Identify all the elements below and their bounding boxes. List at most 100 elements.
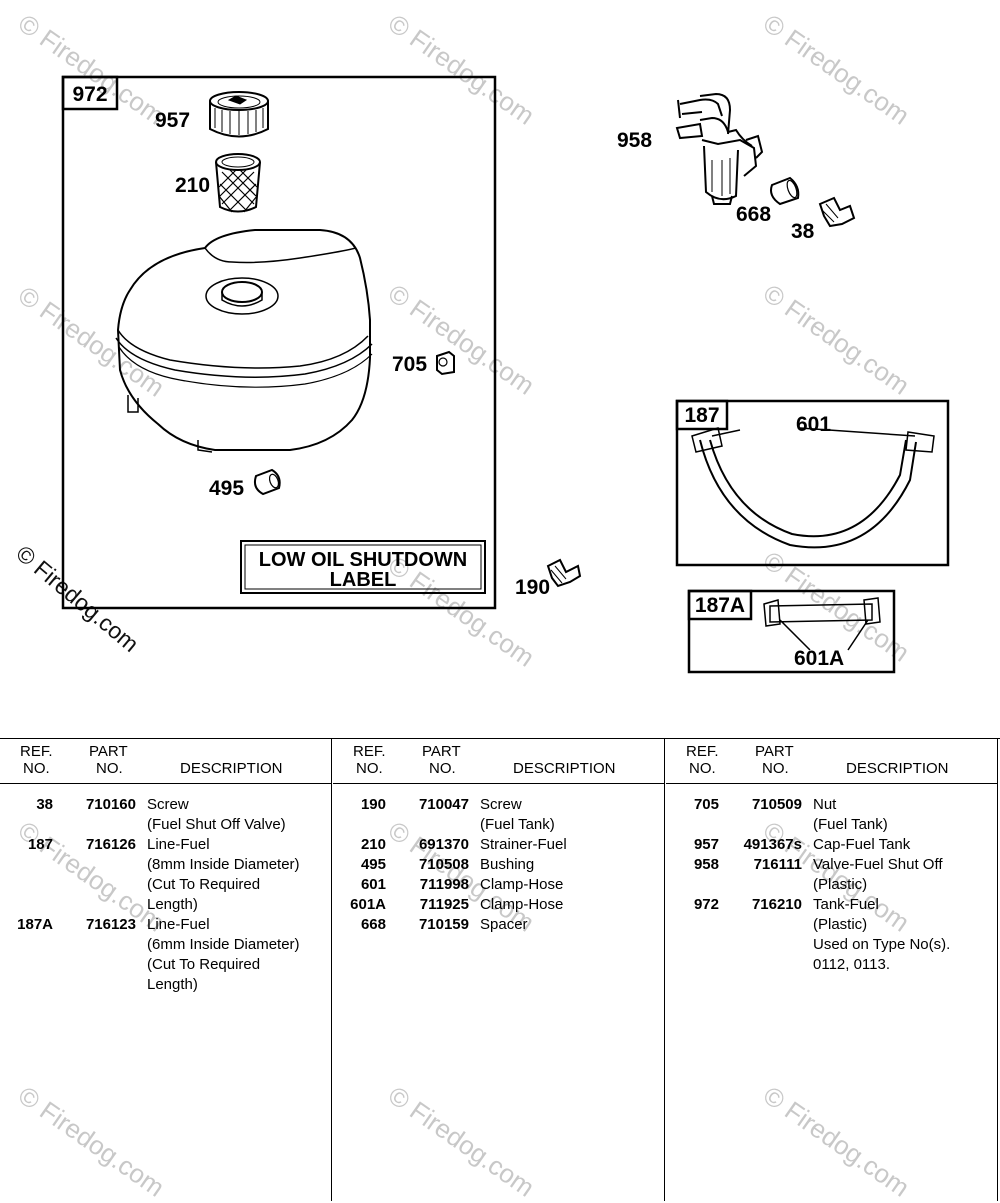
- callout-601: 601: [796, 413, 831, 436]
- ref-number: 38: [36, 796, 53, 813]
- part-description: Clamp-Hose: [480, 876, 564, 893]
- fuel-line-8mm-drawing: [691, 427, 935, 549]
- header-ref: NO.: [23, 760, 50, 777]
- ref-number: 972: [693, 896, 719, 913]
- part-description: Spacer: [480, 916, 528, 933]
- kit-187a-label: 187A: [695, 594, 745, 617]
- part-number: 710508: [418, 856, 469, 873]
- part-description: Clamp-Hose: [480, 896, 564, 913]
- header-description: DESCRIPTION: [846, 760, 949, 777]
- kit-972-tag: [61, 75, 119, 111]
- header-description: DESCRIPTION: [513, 760, 616, 777]
- part-description: Line-Fuel: [147, 916, 210, 933]
- fuel-cap-drawing: [209, 91, 269, 138]
- part-number: 710159: [418, 916, 469, 933]
- part-description: Line-Fuel: [147, 836, 210, 853]
- ref-number: 705: [693, 796, 719, 813]
- callout-957: 957: [155, 109, 190, 132]
- part-number: 716126: [85, 836, 136, 853]
- ref-number: 601A: [350, 896, 386, 913]
- part-description: (Plastic): [813, 876, 868, 893]
- spacer-drawing: [770, 176, 800, 206]
- part-number: 710047: [418, 796, 469, 813]
- header-ref: NO.: [356, 760, 383, 777]
- kit-187a-frame: [687, 589, 896, 674]
- valve-screw-drawing: [818, 196, 856, 228]
- header-part: NO.: [429, 760, 456, 777]
- ref-number: 495: [360, 856, 386, 873]
- part-description: (Cut To Required: [147, 876, 261, 893]
- callout-495: 495: [209, 477, 244, 500]
- header-ref: NO.: [689, 760, 716, 777]
- callout-190: 190: [515, 576, 550, 599]
- kit-972-frame: [61, 75, 497, 610]
- ref-number: 210: [360, 836, 386, 853]
- header-ref: REF.: [20, 743, 53, 760]
- fuel-shutoff-valve-drawing: [675, 92, 764, 205]
- part-description: Bushing: [480, 856, 535, 873]
- part-description: Tank-Fuel: [813, 896, 879, 913]
- callout-210: 210: [175, 174, 210, 197]
- part-description: Length): [147, 896, 198, 913]
- ref-number: 958: [693, 856, 719, 873]
- part-description: (Plastic): [813, 916, 868, 933]
- bushing-drawing: [253, 468, 281, 496]
- callout-958: 958: [617, 129, 652, 152]
- part-description: (8mm Inside Diameter): [147, 856, 300, 873]
- fuel-strainer-drawing: [215, 153, 261, 213]
- exploded-parts-diagram: 972 957 210 705 495 190 958 668 38 187 6…: [61, 75, 950, 674]
- ref-number: 187: [27, 836, 53, 853]
- part-number: 716123: [85, 916, 136, 933]
- table-right-border: [997, 739, 998, 1201]
- callout-705: 705: [392, 353, 427, 376]
- kit-187-frame: [675, 399, 950, 567]
- part-number: 691370: [418, 836, 469, 853]
- part-number: 711925: [419, 896, 469, 913]
- part-number: 716111: [753, 856, 802, 873]
- ref-number: 957: [693, 836, 719, 853]
- part-description: Screw: [480, 796, 522, 813]
- ref-number: 190: [360, 796, 386, 813]
- part-number: 710160: [85, 796, 136, 813]
- column-divider: [331, 739, 332, 1201]
- header-description: DESCRIPTION: [180, 760, 283, 777]
- header-ref: REF.: [686, 743, 719, 760]
- part-description: Length): [147, 976, 198, 993]
- part-number: 491367s: [743, 836, 802, 853]
- part-description: Used on Type No(s).: [813, 936, 951, 953]
- kit-187-label: 187: [684, 404, 719, 427]
- kit-187-tag: [675, 399, 729, 431]
- part-description: (Fuel Tank): [480, 816, 555, 833]
- part-number: 710509: [751, 796, 802, 813]
- tank-screw-drawing: [546, 558, 582, 588]
- callout-38: 38: [791, 220, 815, 243]
- callout-601a: 601A: [794, 647, 844, 670]
- kit-187a-tag: [687, 589, 753, 621]
- part-description: 0112, 0113.: [813, 956, 891, 973]
- part-description: Valve-Fuel Shut Off: [813, 856, 943, 873]
- fuel-tank-drawing: [115, 229, 373, 453]
- part-description: Screw: [147, 796, 189, 813]
- part-number: 716210: [751, 896, 802, 913]
- header-ref: REF.: [353, 743, 386, 760]
- part-description: (Fuel Shut Off Valve): [147, 816, 286, 833]
- part-description: (Fuel Tank): [813, 816, 888, 833]
- part-description: (6mm Inside Diameter): [147, 936, 300, 953]
- part-number: 711998: [419, 876, 469, 893]
- header-part: PART: [89, 743, 128, 760]
- part-description: Nut: [813, 796, 837, 813]
- tank-nut-drawing: [436, 350, 455, 376]
- ref-number: 187A: [17, 916, 53, 933]
- ref-number: 601: [360, 876, 386, 893]
- low-oil-label-line1: LOW OIL SHUTDOWN: [259, 549, 468, 571]
- header-part: NO.: [762, 760, 789, 777]
- low-oil-label-line2: LABEL: [330, 569, 397, 591]
- column-divider: [664, 739, 665, 1201]
